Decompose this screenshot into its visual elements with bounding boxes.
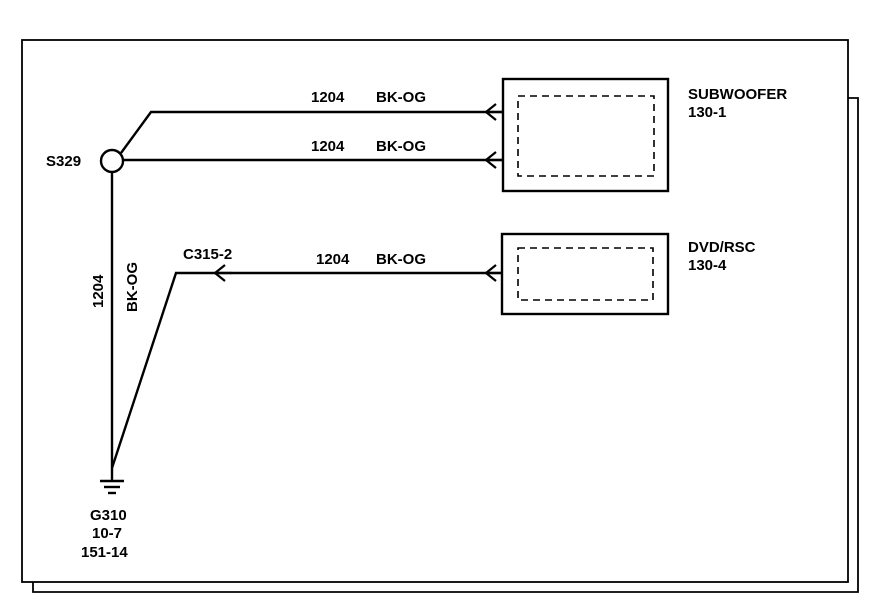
wire-middle-arrow xyxy=(484,151,502,169)
dvd-inner-box xyxy=(517,247,654,301)
wire-top-circuit: 1204 xyxy=(311,89,345,106)
wire-top-color: BK-OG xyxy=(376,89,426,106)
connector-label: C315-2 xyxy=(183,246,232,263)
wire-top[interactable] xyxy=(120,110,503,154)
subwoofer-inner-box xyxy=(517,95,655,177)
ground-icon xyxy=(100,468,124,495)
ground-ref-1: 10-7 xyxy=(92,525,122,542)
ground-label: G310 xyxy=(90,507,127,524)
wire-lower-color: BK-OG xyxy=(376,251,426,268)
splice-s329[interactable] xyxy=(99,148,125,174)
wire-vertical-circuit: 1204 xyxy=(90,274,107,308)
subwoofer-box[interactable] xyxy=(501,77,670,193)
wire-top-arrow xyxy=(484,103,502,121)
wire-lower-circuit: 1204 xyxy=(316,251,350,268)
wire-middle-circuit: 1204 xyxy=(311,138,345,155)
sheet-border xyxy=(21,39,849,583)
dvd-name: DVD/RSC xyxy=(688,239,756,256)
subwoofer-name: SUBWOOFER xyxy=(688,86,787,103)
wire-lower-arrow xyxy=(484,264,502,282)
dvd-ref: 130-4 xyxy=(688,257,727,274)
wire-vertical-color: BK-OG xyxy=(124,262,141,312)
wire-middle-color: BK-OG xyxy=(376,138,426,155)
splice-label: S329 xyxy=(46,153,81,170)
wire-lower[interactable] xyxy=(110,271,502,469)
back-sheet-border xyxy=(32,97,859,593)
subwoofer-ref: 130-1 xyxy=(688,104,726,121)
connector-c315-arrow xyxy=(213,264,232,282)
ground-ref-2: 151-14 xyxy=(81,544,128,561)
dvd-box[interactable] xyxy=(500,232,670,316)
